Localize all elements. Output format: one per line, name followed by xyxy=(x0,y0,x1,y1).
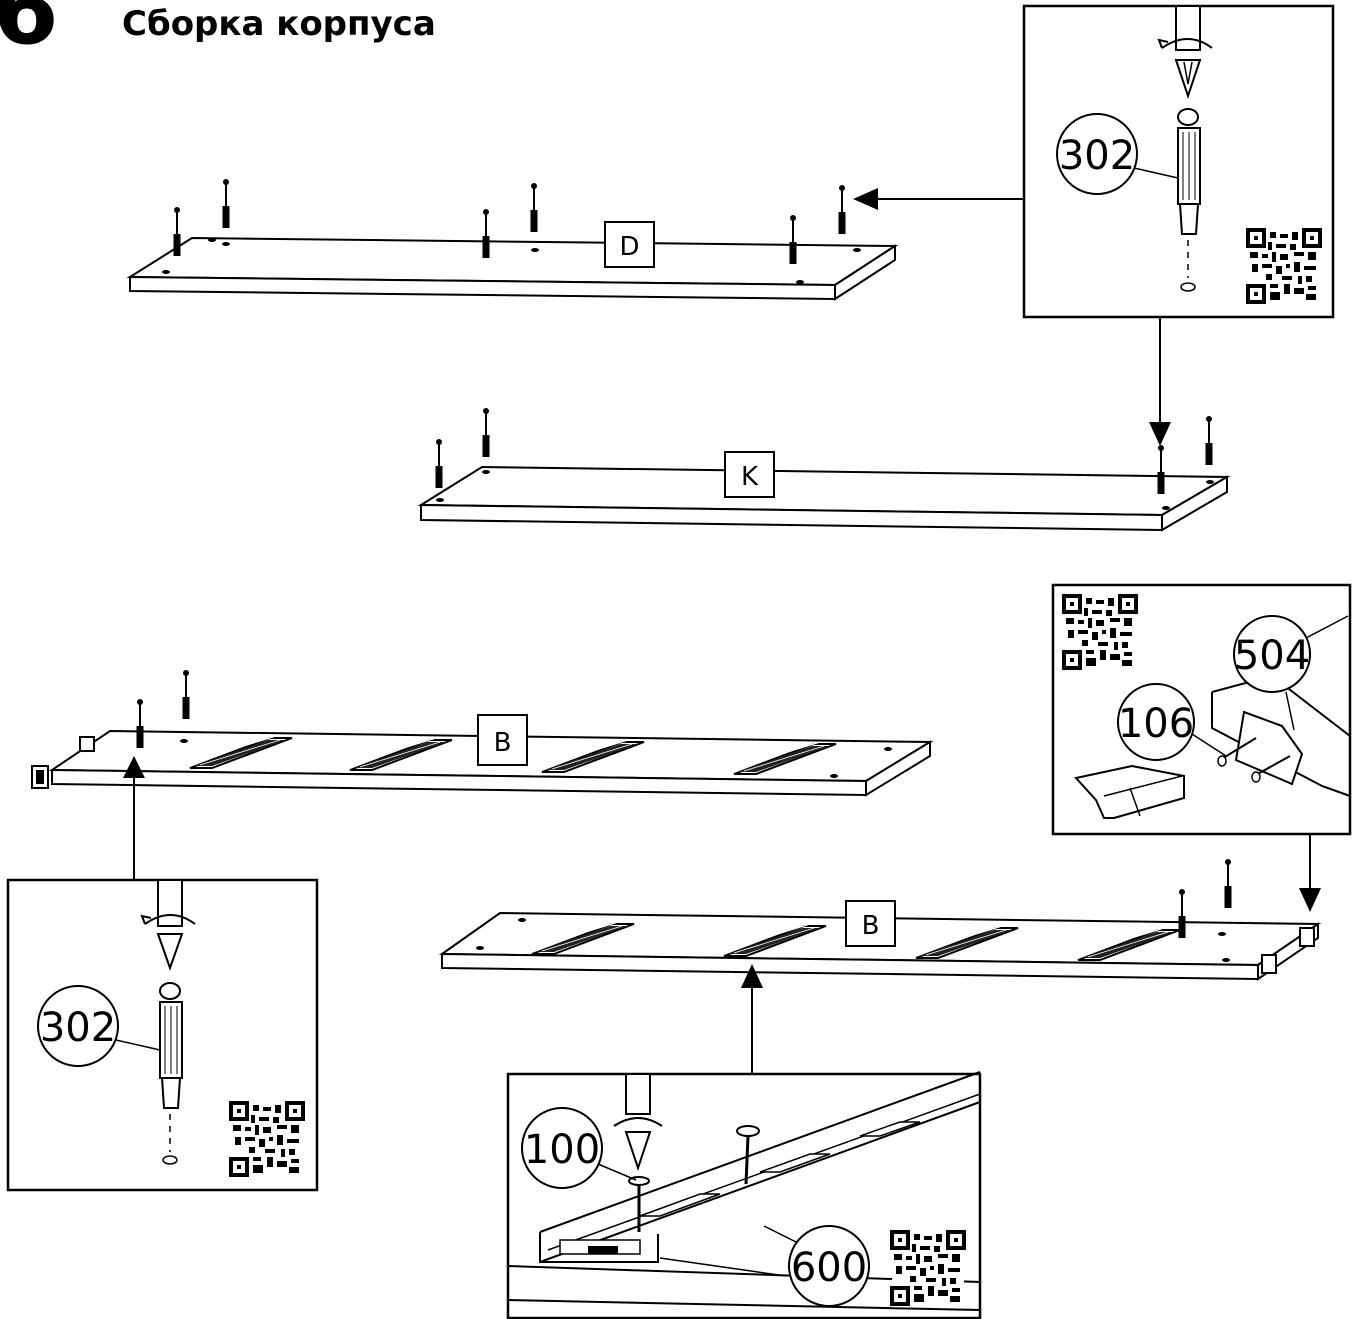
detail-clip: 504 106 xyxy=(1051,583,1352,836)
panel-b-top: B xyxy=(31,669,934,797)
panel-d: D xyxy=(126,178,899,301)
part-label-302-top: 302 xyxy=(1059,133,1135,179)
qr-code-icon xyxy=(1246,228,1322,304)
arrow-to-panel-b-top xyxy=(123,756,145,880)
panel-b-top-label: B xyxy=(494,728,512,758)
qr-code-icon xyxy=(890,1230,966,1306)
panel-k: K xyxy=(417,407,1231,532)
arrow-rail-to-panel-b-bottom xyxy=(741,964,763,1074)
part-label-302-left: 302 xyxy=(40,1005,116,1051)
detail-dowel-top: 302 xyxy=(1022,4,1335,319)
arrow-to-panel-k xyxy=(1149,317,1171,446)
part-label-600: 600 xyxy=(791,1245,867,1291)
detail-dowel-left: 302 xyxy=(6,878,319,1192)
panel-k-label: K xyxy=(741,462,759,492)
panel-b-bottom: B xyxy=(438,858,1322,981)
part-label-106: 106 xyxy=(1118,701,1194,747)
part-label-100: 100 xyxy=(524,1127,600,1173)
arrow-to-panel-d xyxy=(853,188,1024,210)
panel-b-bottom-label: B xyxy=(862,911,880,941)
step-title: Сборка корпуса xyxy=(122,4,436,44)
qr-code-icon xyxy=(1062,594,1138,670)
arrow-clip-to-panel-b-bottom xyxy=(1299,834,1321,912)
panel-d-label: D xyxy=(619,232,639,262)
detail-rail: 100 600 xyxy=(506,1071,982,1319)
step-number: 6 xyxy=(0,0,59,66)
part-label-504: 504 xyxy=(1234,633,1310,679)
qr-code-icon xyxy=(229,1101,305,1177)
